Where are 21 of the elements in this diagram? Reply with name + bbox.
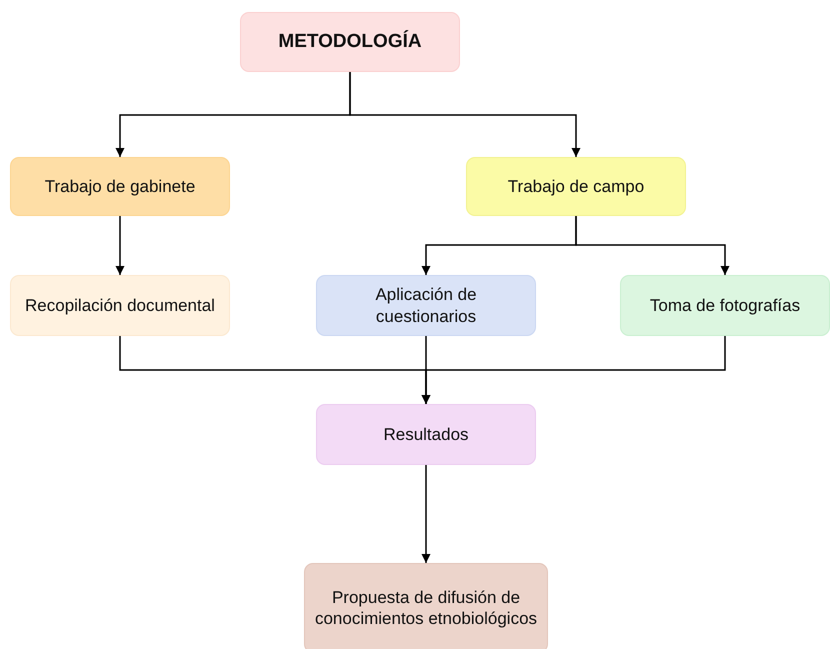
process-box: [304, 563, 548, 649]
box-label: Resultados: [383, 424, 469, 446]
process-box: [10, 157, 230, 216]
arrow: [422, 465, 430, 563]
process-box: [620, 275, 830, 336]
arrow: [349, 72, 580, 157]
box-label: Trabajo de campo: [508, 176, 644, 198]
process-box: [316, 404, 536, 465]
box-label: Trabajo de gabinete: [44, 176, 196, 198]
box-label: METODOLOGÍA: [278, 30, 422, 54]
box-label: Aplicación de cuestionarios: [374, 284, 478, 327]
arrow: [116, 216, 124, 275]
arrow: [575, 216, 730, 275]
process-box: [240, 12, 460, 72]
process-box: [466, 157, 686, 216]
process-box: [10, 275, 230, 336]
box-label: Recopilación documental: [25, 294, 215, 316]
box-label: Propuesta de difusión de conocimientos etnobiológicos: [314, 586, 538, 630]
process-box: [316, 275, 536, 336]
box-label: Toma de fotografías: [650, 294, 800, 316]
arrow: [422, 336, 726, 404]
